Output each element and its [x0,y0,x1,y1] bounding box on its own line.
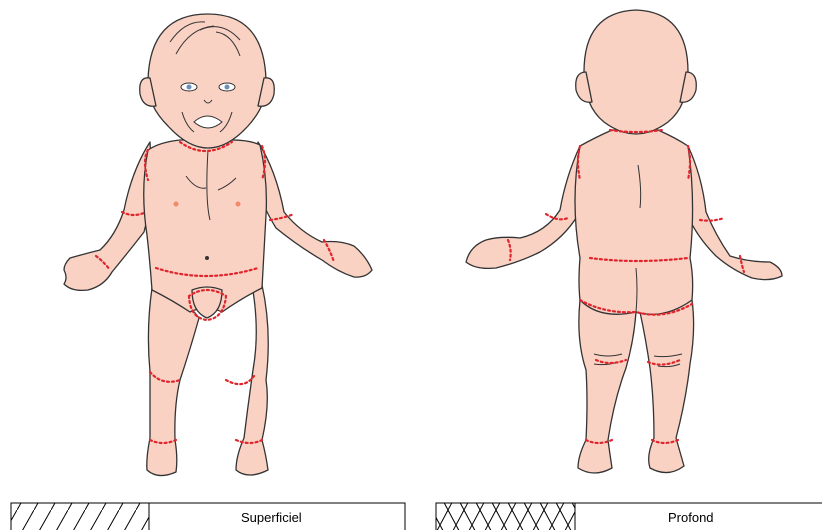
back-left-leg [578,300,636,473]
superficial-hatch-swatch [11,503,149,530]
legend-deep: Profond [436,503,822,530]
back-head [584,10,688,134]
deep-label: Profond [668,510,714,525]
body-back-view [466,10,782,473]
back-right-leg [640,300,694,473]
front-right-leg [236,285,268,475]
deep-hatch-swatch [436,503,575,530]
back-left-arm [466,146,584,268]
back-right-arm [682,146,782,280]
superficial-label: Superficiel [241,510,302,525]
back-torso [575,130,693,314]
front-torso [144,140,267,312]
front-right-arm [256,142,372,277]
legend-superficial: Superficiel [11,503,405,530]
